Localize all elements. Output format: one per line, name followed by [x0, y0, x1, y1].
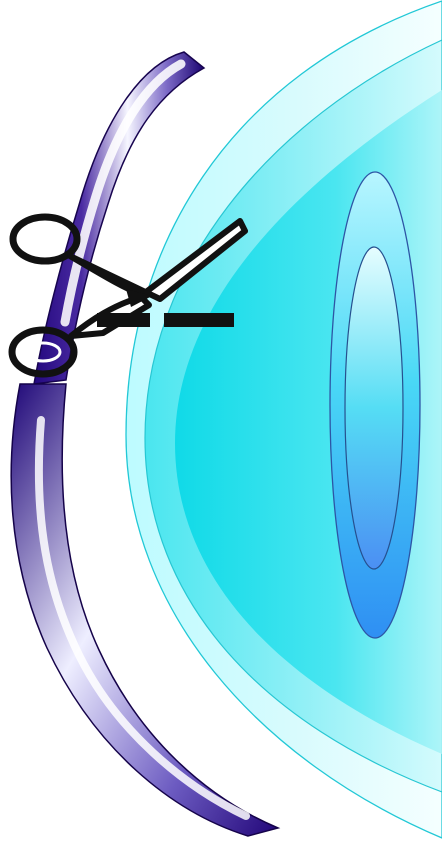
cut-line-icon: [97, 313, 234, 327]
lens-inner-highlight: [345, 247, 403, 569]
cut-line-dash-1: [97, 313, 150, 327]
cut-line-dash-2: [164, 313, 234, 327]
